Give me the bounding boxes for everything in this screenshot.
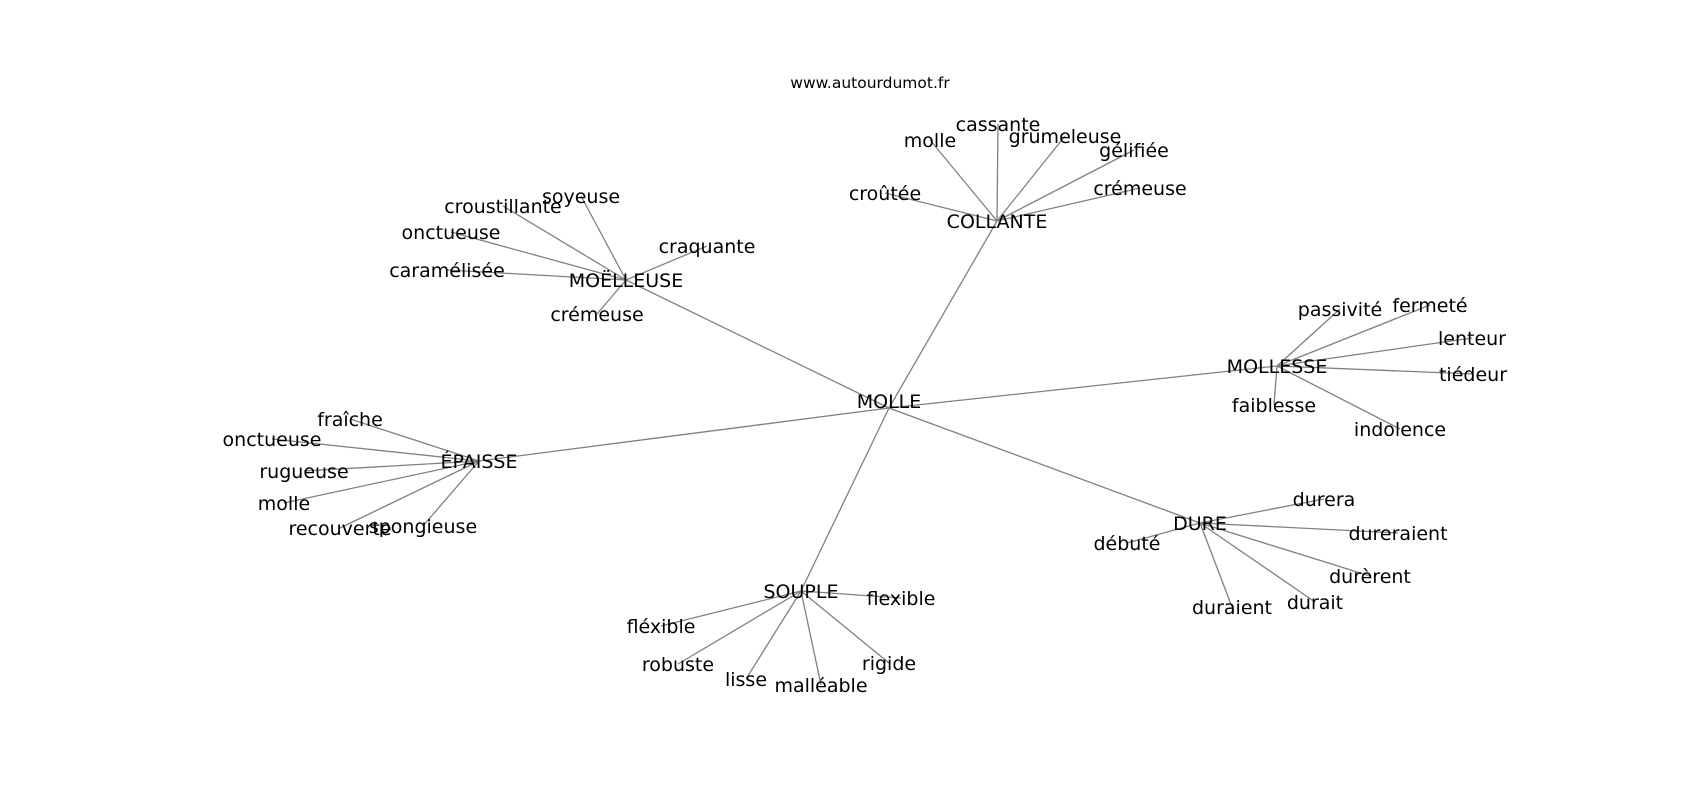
edge-hub-to-leaf (1276, 304, 1431, 367)
edge-hub-to-leaf (800, 590, 890, 664)
leaf-node-label: grumeleuse (1009, 126, 1122, 148)
edge-hub-to-leaf (884, 192, 998, 222)
leaf-node-label: robuste (642, 654, 714, 676)
leaf-node-label: fermeté (1392, 295, 1467, 317)
edge-hub-to-leaf (339, 460, 480, 529)
edge-hub-to-leaf (1199, 522, 1399, 534)
hub-node-label: SOUPLE (764, 581, 839, 603)
leaf-node-label: croustillante (444, 196, 562, 218)
hub-node-label: DURE (1173, 513, 1227, 535)
leaf-node-label: cassante (956, 114, 1041, 136)
hub-node-label: COLLANTE (947, 211, 1048, 233)
edge-hub-to-leaf (996, 187, 1141, 222)
leaf-node-label: lisse (725, 669, 767, 691)
edge-hub-to-leaf (929, 139, 998, 222)
edge-center-to-hub (800, 407, 890, 592)
edge-hub-to-leaf (450, 231, 627, 281)
leaf-node-label: spongieuse (369, 516, 477, 538)
leaf-node-label: durait (1287, 592, 1343, 614)
leaf-node-label: indolence (1354, 419, 1446, 441)
edge-hub-to-leaf (1273, 365, 1278, 406)
leaf-node-label: tiédeur (1439, 364, 1507, 386)
edge-hub-to-leaf (800, 590, 902, 599)
leaf-node-label: rigide (862, 653, 916, 675)
leaf-node-label: fléxible (627, 616, 696, 638)
edge-hub-to-leaf (1199, 522, 1371, 577)
edge-center-to-hub (888, 365, 1278, 409)
site-label: www.autourdumot.fr (790, 74, 950, 92)
edge-hub-to-leaf (1199, 522, 1316, 603)
leaf-node-label: onctueuse (402, 222, 501, 244)
edge-center-to-hub (888, 407, 1201, 524)
leaf-node-label: faiblesse (1232, 395, 1316, 417)
leaf-node-label: onctueuse (223, 429, 322, 451)
edge-hub-to-leaf (625, 245, 708, 281)
edge-hub-to-leaf (660, 590, 802, 627)
leaf-node-label: molle (258, 493, 310, 515)
leaf-node-label: duraient (1192, 597, 1272, 619)
edge-hub-to-leaf (446, 269, 627, 281)
graph-labels: MOLLE COLLANTEmollecassantegrumeleusegél… (223, 114, 1508, 697)
edge-hub-to-leaf (996, 135, 1066, 222)
edge-hub-to-leaf (996, 123, 999, 222)
edge-hub-to-leaf (1276, 365, 1474, 375)
leaf-node-label: molle (904, 130, 956, 152)
leaf-node-label: crémeuse (550, 304, 643, 326)
edge-center-to-hub (625, 279, 890, 409)
leaf-node-label: gélifiée (1099, 140, 1169, 162)
edge-hub-to-leaf (1126, 522, 1201, 544)
edge-hub-to-leaf (1276, 337, 1473, 367)
leaf-node-label: flexible (867, 588, 936, 610)
edge-hub-to-leaf (303, 460, 480, 472)
edge-hub-to-leaf (271, 438, 480, 462)
leaf-node-label: dureraient (1348, 523, 1447, 545)
edge-hub-to-leaf (502, 205, 627, 281)
center-node-label: MOLLE (857, 391, 922, 413)
edge-hub-to-leaf (1276, 308, 1341, 367)
edge-hub-to-leaf (283, 460, 480, 504)
leaf-node-label: craquante (659, 236, 756, 258)
leaf-node-label: lenteur (1438, 328, 1506, 350)
leaf-node-label: soyeuse (542, 186, 620, 208)
edge-hub-to-leaf (349, 418, 480, 462)
leaf-node-label: recouverte (288, 518, 391, 540)
leaf-node-label: crémeuse (1093, 178, 1186, 200)
leaf-node-label: fraîche (317, 409, 383, 431)
leaf-node-label: durèrent (1329, 566, 1411, 588)
leaf-node-label: rugueuse (259, 461, 348, 483)
hub-node-label: MOËLLEUSE (569, 269, 684, 292)
edge-hub-to-leaf (596, 279, 627, 315)
leaf-node-label: malléable (774, 675, 867, 697)
edge-hub-to-leaf (996, 149, 1135, 222)
edge-hub-to-leaf (1199, 498, 1325, 524)
leaf-node-label: durera (1293, 489, 1356, 511)
edge-hub-to-leaf (1276, 365, 1401, 430)
edge-hub-to-leaf (800, 590, 822, 686)
edge-hub-to-leaf (677, 590, 802, 665)
hub-node-label: ÉPAISSE (441, 450, 518, 473)
leaf-node-label: passivité (1298, 299, 1382, 321)
edge-hub-to-leaf (745, 590, 802, 680)
edge-hub-to-leaf (422, 460, 480, 527)
edge-hub-to-leaf (1199, 522, 1233, 608)
leaf-node-label: caramélisée (389, 260, 505, 282)
edge-hub-to-leaf (580, 195, 627, 281)
edge-center-to-hub (888, 220, 998, 409)
edge-center-to-hub (478, 407, 890, 462)
graph-edges (271, 123, 1474, 686)
hub-node-label: MOLLESSE (1227, 356, 1328, 378)
leaf-node-label: croûtée (849, 183, 921, 205)
leaf-node-label: débuté (1094, 533, 1161, 555)
